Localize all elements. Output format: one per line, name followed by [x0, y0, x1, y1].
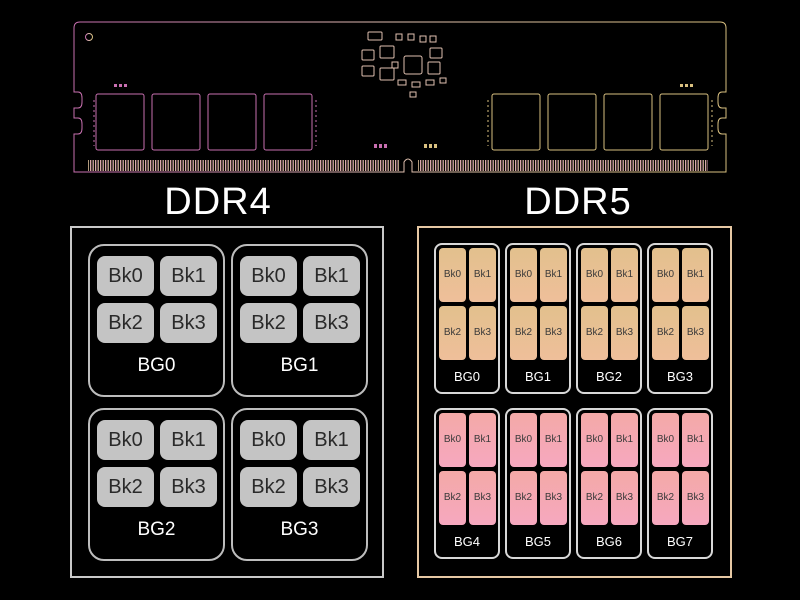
ddr5-bank-group-label: BG3: [666, 369, 693, 384]
ddr5-bank: Bk1: [682, 413, 709, 467]
ddr5-bank: Bk3: [682, 471, 709, 525]
pcb-outline: [73, 21, 727, 173]
ddr4-bank: Bk0: [97, 256, 154, 296]
ddr4-bank: Bk0: [97, 420, 154, 460]
ddr4-bank-group-label: BG1: [280, 355, 319, 376]
memory-chips-right: [487, 93, 713, 151]
ddr5-bank: Bk0: [581, 248, 608, 302]
ddr4-bank: Bk3: [160, 467, 217, 507]
ddr4-bank: Bk3: [160, 303, 217, 343]
ddr5-bank: Bk1: [469, 248, 496, 302]
ddr4-bank-group-label: BG0: [137, 355, 176, 376]
small-pads-right: [424, 84, 693, 148]
ddr5-bank: Bk1: [611, 248, 638, 302]
ddr5-bank: Bk1: [540, 413, 567, 467]
pcb-pins-left: [88, 160, 400, 171]
pmic-components: [361, 31, 447, 98]
ddr4-bank: Bk0: [240, 256, 297, 296]
memory-module-illustration: [73, 21, 727, 173]
ddr5-bank-group-label: BG6: [595, 534, 622, 549]
ddr5-bank: Bk3: [540, 306, 567, 360]
ddr4-bank: Bk1: [303, 256, 360, 296]
ddr5-bank: Bk0: [652, 413, 679, 467]
ddr5-bank: Bk2: [581, 306, 608, 360]
ddr5-bank: Bk3: [540, 471, 567, 525]
memory-chips-left: [93, 93, 317, 151]
ddr5-bank: Bk2: [652, 306, 679, 360]
ddr5-bank: Bk1: [682, 248, 709, 302]
ddr5-bank: Bk3: [611, 471, 638, 525]
ddr5-bank: Bk3: [469, 306, 496, 360]
ddr5-bank: Bk1: [611, 413, 638, 467]
ddr5-bank: Bk3: [469, 471, 496, 525]
ddr5-bank-group-label: BG5: [524, 534, 551, 549]
ddr4-bank-group-label: BG2: [137, 519, 176, 540]
small-pads: [114, 84, 387, 148]
ddr5-bank: Bk2: [439, 471, 466, 525]
ddr4-bank: Bk1: [160, 420, 217, 460]
pcb-pins-right: [418, 160, 708, 171]
ddr5-bank: Bk0: [510, 413, 537, 467]
ddr4-bank: Bk3: [303, 303, 360, 343]
ddr4-bank: Bk3: [303, 467, 360, 507]
ddr5-bank: Bk0: [581, 413, 608, 467]
ddr5-bank-group-label: BG4: [453, 534, 480, 549]
ddr5-bank-group-label: BG7: [666, 534, 693, 549]
ddr5-bank: Bk0: [439, 413, 466, 467]
ddr5-bank-group-label: BG2: [595, 369, 622, 384]
ddr5-bank: Bk3: [611, 306, 638, 360]
ddr5-bank: Bk0: [510, 248, 537, 302]
ddr4-bank: Bk2: [97, 303, 154, 343]
ddr5-bank: Bk2: [510, 306, 537, 360]
ddr5-bank-group-label: BG1: [524, 369, 551, 384]
ddr5-bank-group-label: BG0: [453, 369, 480, 384]
ddr4-title: DDR4: [164, 181, 272, 223]
ddr4-bank: Bk1: [303, 420, 360, 460]
ddr4-bank: Bk0: [240, 420, 297, 460]
ddr4-bank: Bk2: [240, 467, 297, 507]
ddr4-bank: Bk2: [97, 467, 154, 507]
ddr5-bank: Bk1: [540, 248, 567, 302]
ddr4-bank: Bk2: [240, 303, 297, 343]
ddr5-bank: Bk2: [510, 471, 537, 525]
ddr5-bank: Bk2: [652, 471, 679, 525]
ddr5-title: DDR5: [524, 181, 632, 223]
ddr5-bank: Bk3: [682, 306, 709, 360]
ddr4-bank: Bk1: [160, 256, 217, 296]
ddr5-bank: Bk1: [469, 413, 496, 467]
ddr5-bank: Bk2: [439, 306, 466, 360]
ddr5-bank: Bk0: [439, 248, 466, 302]
ddr4-bank-group-label: BG3: [280, 519, 319, 540]
ddr5-bank: Bk2: [581, 471, 608, 525]
ddr5-bank: Bk0: [652, 248, 679, 302]
